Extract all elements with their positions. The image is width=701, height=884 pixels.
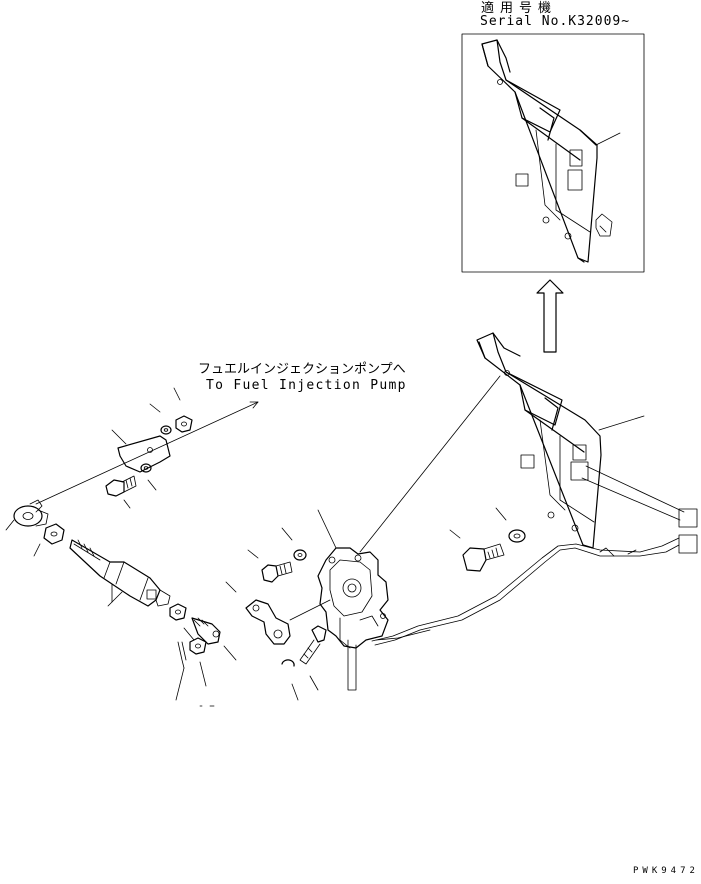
pump-label-jp: フュエルインジェクションポンプへ: [198, 362, 406, 377]
serial-label-jp: 適用号機: [481, 1, 558, 16]
bolt-upper-controller: [247, 549, 293, 583]
washer-right: [495, 507, 526, 543]
hex-nut-bottom: [189, 637, 207, 687]
rod-end-left: [5, 499, 49, 531]
pump-label-en: To Fuel Injection Pump: [206, 378, 407, 393]
inset-bracket: [481, 39, 621, 263]
nut-bottom: [169, 603, 195, 641]
cotter-pin: [175, 641, 187, 701]
inset-frame: [461, 33, 645, 273]
bolt-right: [449, 529, 505, 572]
bolt-upper-left: [105, 475, 137, 509]
cable-bracket: [111, 429, 171, 473]
mounting-bracket: [371, 332, 698, 646]
lever-arm: [225, 581, 331, 645]
drawing-code: PWK9472: [633, 866, 699, 876]
washer-controller: [281, 527, 307, 561]
serial-label-en: Serial No.K32009~: [480, 14, 631, 29]
washer-lower-left: [140, 463, 157, 491]
bolt-lower-controller: [299, 625, 327, 691]
up-arrow-icon: [536, 279, 564, 353]
control-cable: [69, 539, 171, 607]
rod-end-bottom: [191, 617, 237, 661]
washer-upper: [149, 403, 172, 435]
arrow-icon: [35, 401, 259, 505]
throttle-controller: [317, 375, 501, 691]
washer-lower-controller: [281, 659, 299, 701]
nut-left: [33, 523, 65, 557]
nut-upper: [173, 387, 193, 433]
